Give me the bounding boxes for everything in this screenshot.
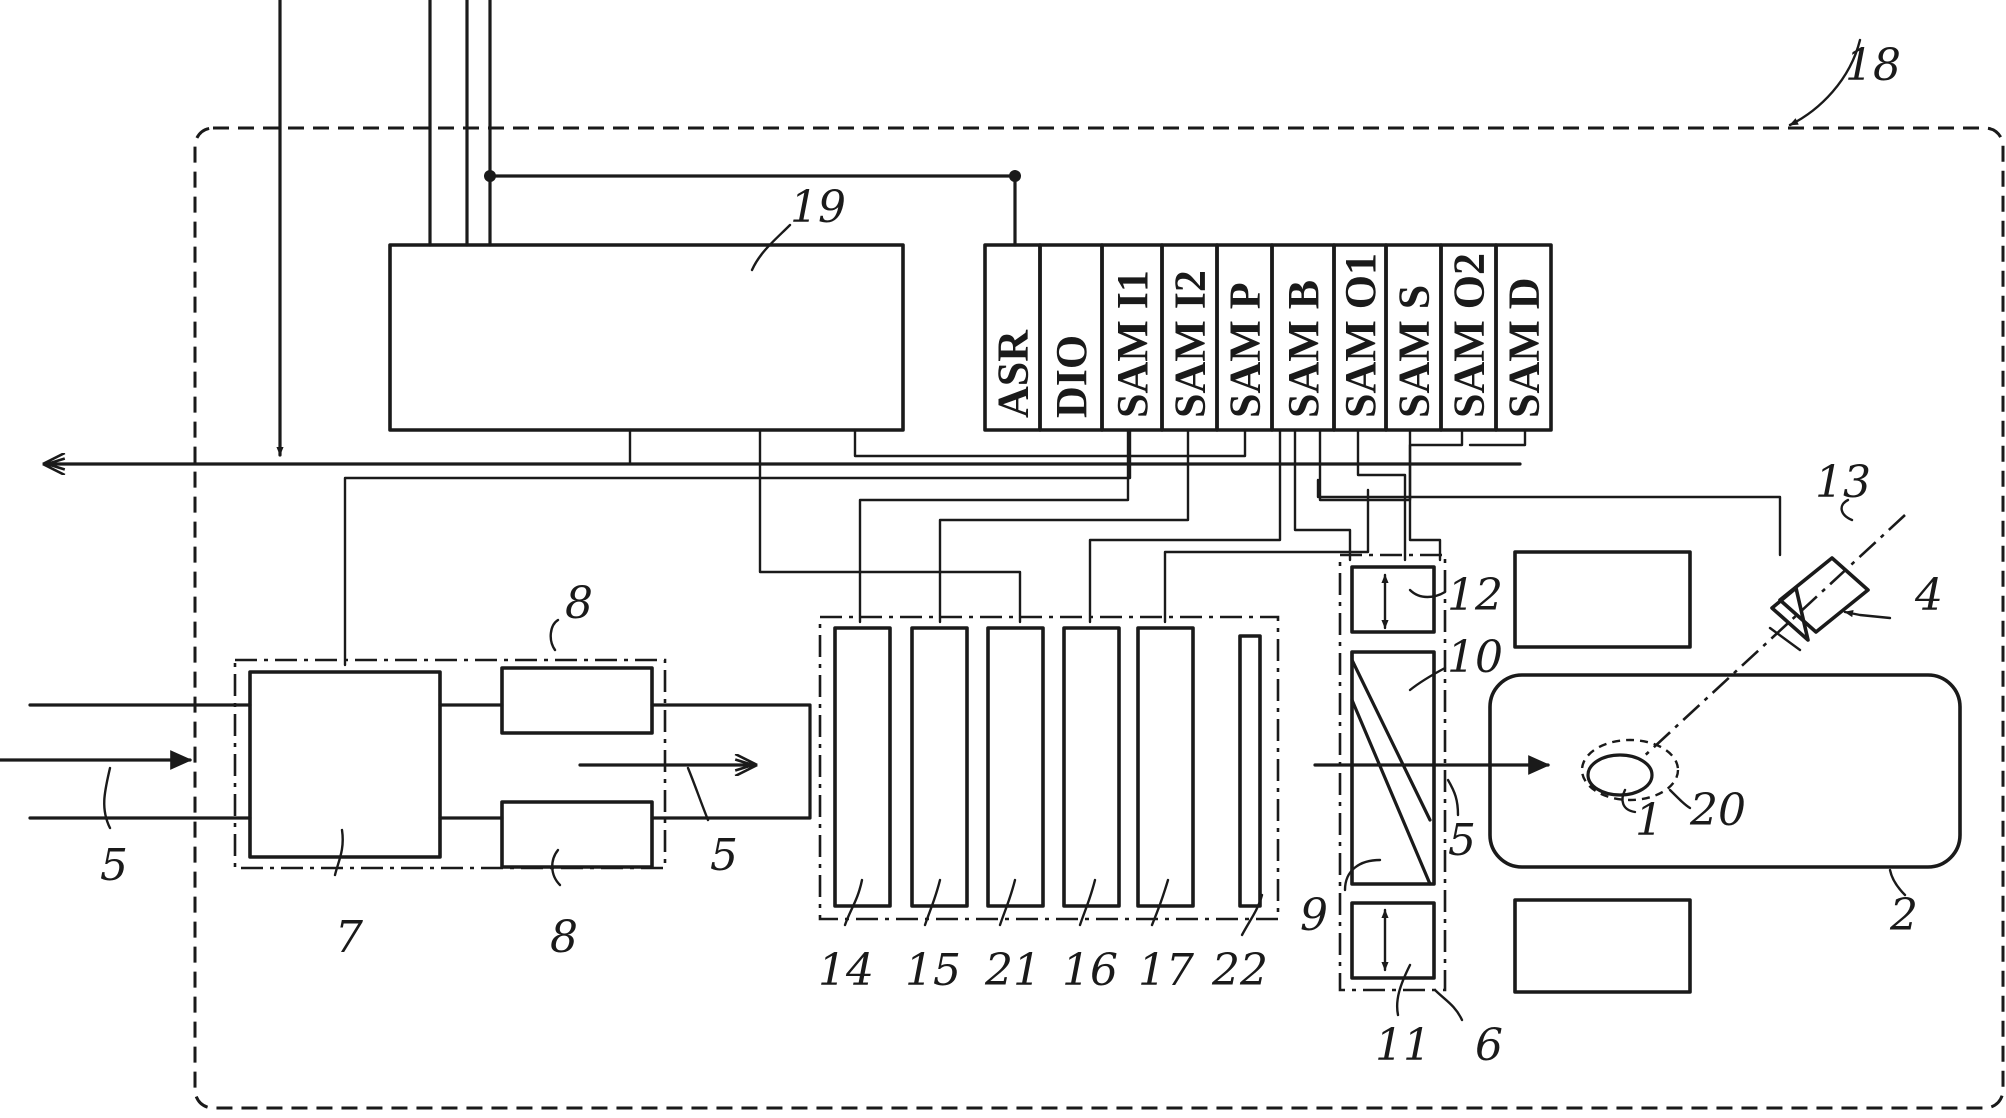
ref-16: 16 (1062, 945, 1118, 996)
ref-13: 13 (1815, 457, 1871, 508)
ref-22: 22 (1211, 945, 1268, 996)
ref-14: 14 (818, 945, 874, 996)
ref-6: 6 (1475, 1020, 1503, 1071)
prism-assembly (1340, 555, 1445, 990)
block-8-lower (502, 802, 652, 867)
ref-10: 10 (1447, 632, 1503, 683)
lower-block (1515, 900, 1690, 992)
block-8-upper (502, 668, 652, 733)
ref-17: 17 (1138, 945, 1194, 996)
ref-12: 12 (1447, 570, 1503, 621)
bus-lines (430, 0, 1021, 245)
block-7 (250, 672, 440, 857)
module-label: SAM D (1500, 277, 1549, 418)
cassette-slots (835, 628, 1260, 906)
module-label: SAM P (1221, 282, 1270, 418)
module-label: SAM O2 (1445, 253, 1494, 418)
module-rack: ASRDIOSAM I1SAM I2SAM PSAM BSAM O1SAM SS… (985, 245, 1551, 430)
ref-8-upper: 8 (565, 578, 593, 629)
ref-7: 7 (335, 912, 363, 963)
upper-block (1515, 552, 1690, 647)
module-label: SAM S (1390, 285, 1439, 418)
sample-1 (1582, 740, 1678, 800)
ref-11: 11 (1375, 1020, 1431, 1071)
ref-5-left: 5 (100, 840, 128, 891)
reference-numerals: 18 19 13 4 12 10 5 5 5 8 8 7 14 15 21 16… (100, 40, 1943, 1071)
ref-19: 19 (790, 182, 846, 233)
input-lines (0, 705, 250, 818)
module-label: ASR (989, 329, 1038, 418)
module-label: SAM I2 (1166, 270, 1215, 418)
ref-15: 15 (905, 945, 961, 996)
ref-18: 18 (1845, 40, 1901, 91)
target-area-2 (1490, 675, 1960, 867)
ref-5-mid: 5 (710, 830, 738, 881)
ref-9: 9 (1300, 890, 1328, 941)
module-label: DIO (1047, 335, 1096, 418)
ref-1: 1 (1635, 795, 1663, 846)
module-label: SAM O1 (1336, 253, 1385, 418)
ref-8-lower: 8 (550, 912, 578, 963)
ref-2: 2 (1889, 890, 1918, 941)
module-label: SAM I1 (1108, 270, 1157, 418)
controller-block-19 (390, 245, 903, 430)
ref-4: 4 (1914, 570, 1943, 621)
ref-5-right: 5 (1448, 815, 1476, 866)
ref-21: 21 (984, 945, 1041, 996)
module-label: SAM B (1279, 280, 1328, 418)
ref-20: 20 (1689, 785, 1746, 836)
